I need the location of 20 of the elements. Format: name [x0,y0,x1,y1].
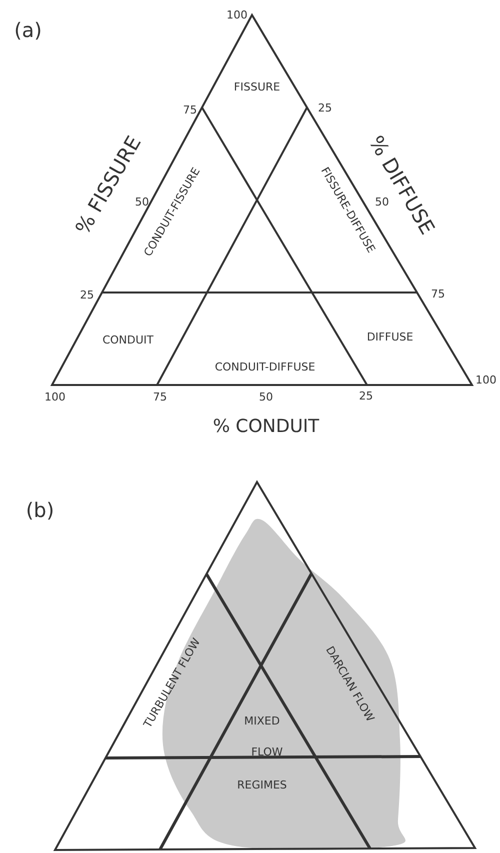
tick-label: 75 [431,288,445,300]
region-label: CONDUIT [102,334,154,346]
panel-label: (b) [26,500,54,520]
region-label: MIXED [244,716,280,726]
axis-title: % CONDUIT [212,418,320,436]
tick-label: 100 [44,392,66,402]
region-label: DIFFUSE [366,332,414,342]
panel-label: (a) [14,20,42,40]
region-label: CONDUIT-DIFFUSE [214,362,316,372]
tick-label: 75 [183,104,197,116]
tick-label: 100 [476,374,496,386]
tick-label: 25 [318,102,332,114]
tick-label: 100 [226,10,248,20]
tick-label: 50 [259,392,273,402]
region-label: REGIMES [237,780,287,790]
tick-label: 25 [359,390,373,402]
region-label: FISSURE [234,82,280,92]
tick-label: 25 [80,290,94,300]
tick-label: 75 [153,392,167,402]
region-label: FLOW [251,746,283,758]
